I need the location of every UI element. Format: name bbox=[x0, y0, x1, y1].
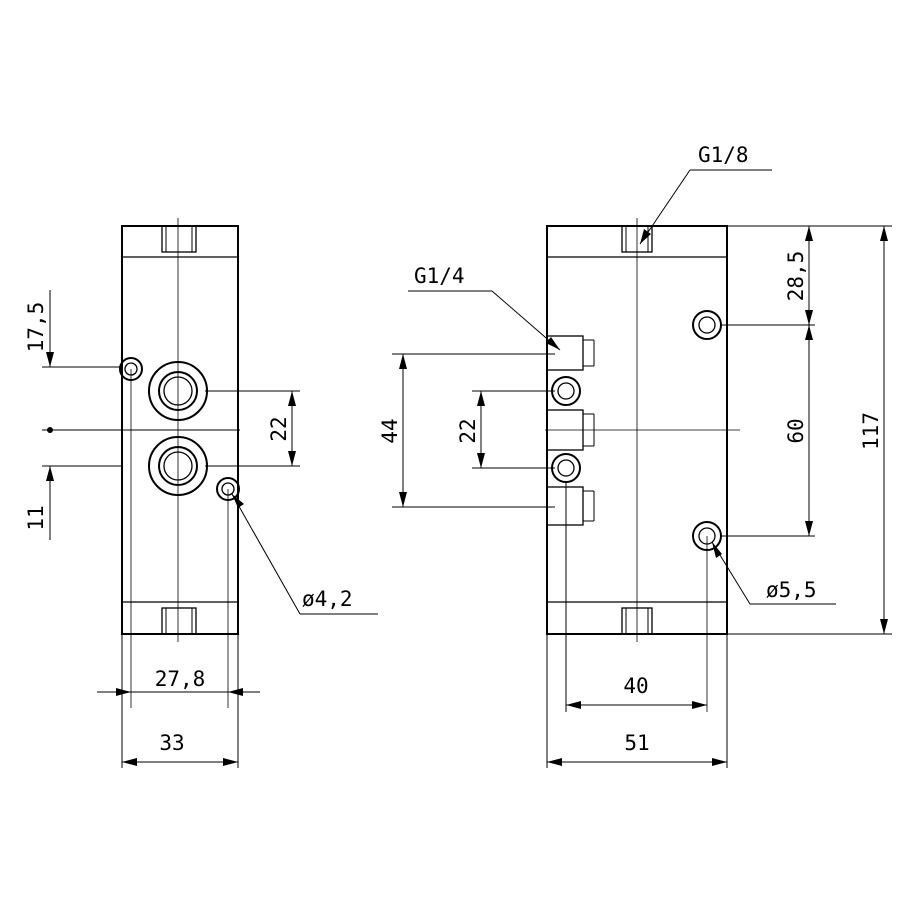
side-fitting-top bbox=[546, 335, 595, 371]
dim-origin-dot bbox=[47, 427, 53, 433]
dim-117-text: 117 bbox=[859, 412, 883, 450]
front-bottom-port bbox=[161, 607, 197, 635]
side-fitting-bottom bbox=[546, 486, 595, 526]
dim-22-side-text: 22 bbox=[456, 418, 480, 443]
dim-11-text: 11 bbox=[24, 505, 48, 530]
dim-22-front-text: 22 bbox=[267, 416, 291, 441]
dim-40-text: 40 bbox=[623, 674, 648, 698]
thread-side-text: G1/4 bbox=[414, 264, 465, 288]
hole-dia-front-text: ø4,2 bbox=[302, 587, 353, 611]
dim-33-text: 33 bbox=[159, 731, 184, 755]
dim-60-text: 60 bbox=[784, 418, 808, 443]
leader-thread-top bbox=[639, 169, 691, 245]
front-top-port bbox=[161, 225, 197, 253]
front-view: 17,5 11 22 ø4,2 27,8 33 bbox=[24, 218, 378, 768]
side-mount-hole-top bbox=[692, 310, 722, 340]
dim-17-5-text: 17,5 bbox=[24, 302, 48, 353]
side-fitting-middle bbox=[546, 409, 595, 451]
hole-dia-side-text: ø5,5 bbox=[766, 578, 817, 602]
thread-top-text: G1/8 bbox=[698, 143, 749, 167]
side-view: 44 22 28,5 60 117 40 51 G bbox=[378, 143, 892, 768]
leader-hole-dia-front bbox=[231, 493, 301, 615]
side-port-upper bbox=[551, 376, 581, 406]
dim-51-text: 51 bbox=[624, 731, 649, 755]
dim-44-text: 44 bbox=[378, 418, 402, 443]
dim-28-5-text: 28,5 bbox=[784, 251, 808, 302]
side-port-lower bbox=[551, 453, 581, 483]
dim-27-8-text: 27,8 bbox=[155, 667, 206, 691]
